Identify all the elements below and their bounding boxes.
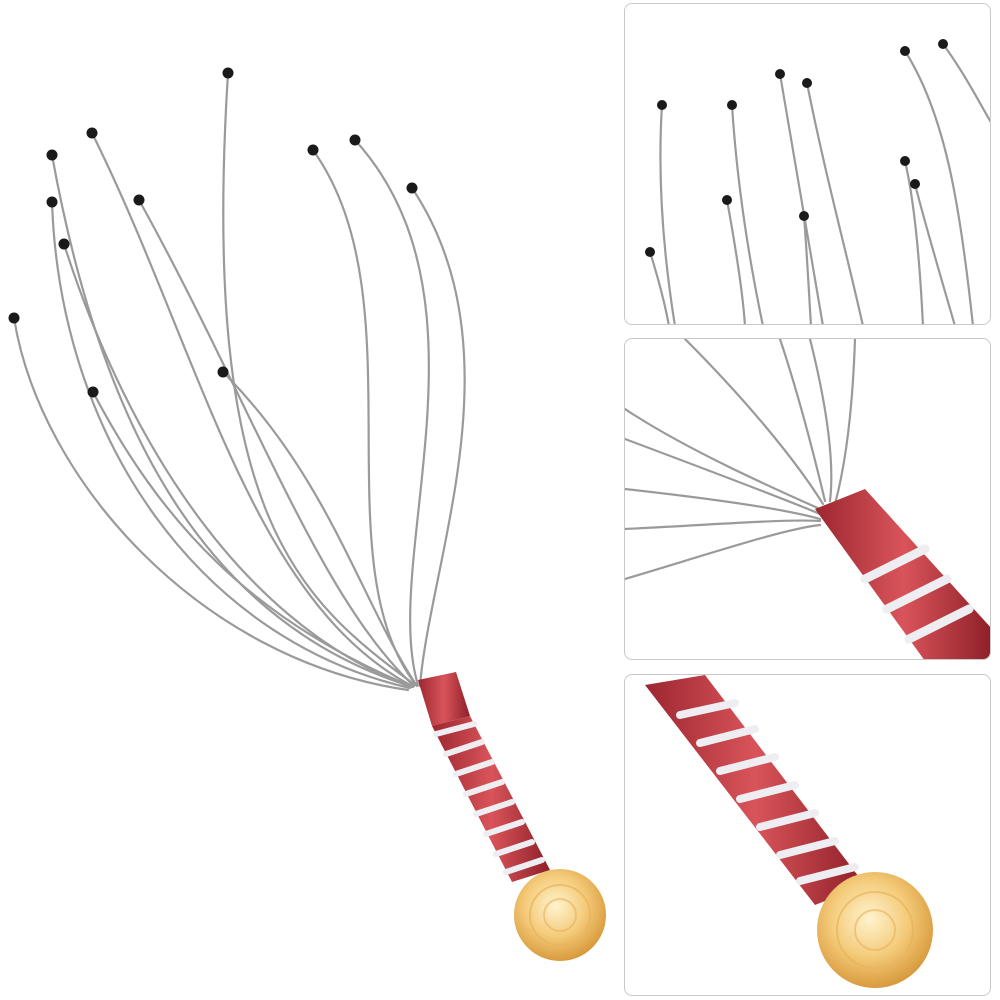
tips-closeup-panel [624,3,991,325]
wire-prong [410,186,466,688]
wire-prongs [12,71,466,692]
neck-closeup-panel [624,338,991,660]
prong-tips [8,67,418,398]
handle-closeup [645,675,933,988]
handle-grip [432,716,550,882]
handle-collar [418,672,470,726]
prong-tip [222,67,234,79]
scalp-massager-main [8,67,606,961]
wire-prong [311,148,418,687]
neck-closeup [625,339,990,659]
wire-prong [50,153,412,688]
wire-prong [50,200,412,690]
wire-prong [12,316,410,692]
prong-tip [406,182,418,194]
prong-tip [86,127,98,139]
wire-prong [90,131,414,688]
wire-prong [137,198,416,688]
prong-tip [46,149,58,161]
handle [418,672,606,961]
wire-prong [91,390,415,689]
prong-tip [217,366,229,378]
wire-prong [222,71,417,687]
prong-tip [349,134,361,146]
handle-spiral [433,721,545,875]
prong-tip [8,312,20,324]
prong-tip [46,196,58,208]
handle-knob [514,869,606,961]
wire-prong [221,370,419,688]
prong-tip [58,238,70,250]
handle-closeup-panel [624,674,991,996]
wire-prong [353,138,430,687]
prong-tip [307,144,319,156]
tips-closeup [645,39,990,324]
prong-tip [133,194,145,206]
prong-tip [87,386,99,398]
